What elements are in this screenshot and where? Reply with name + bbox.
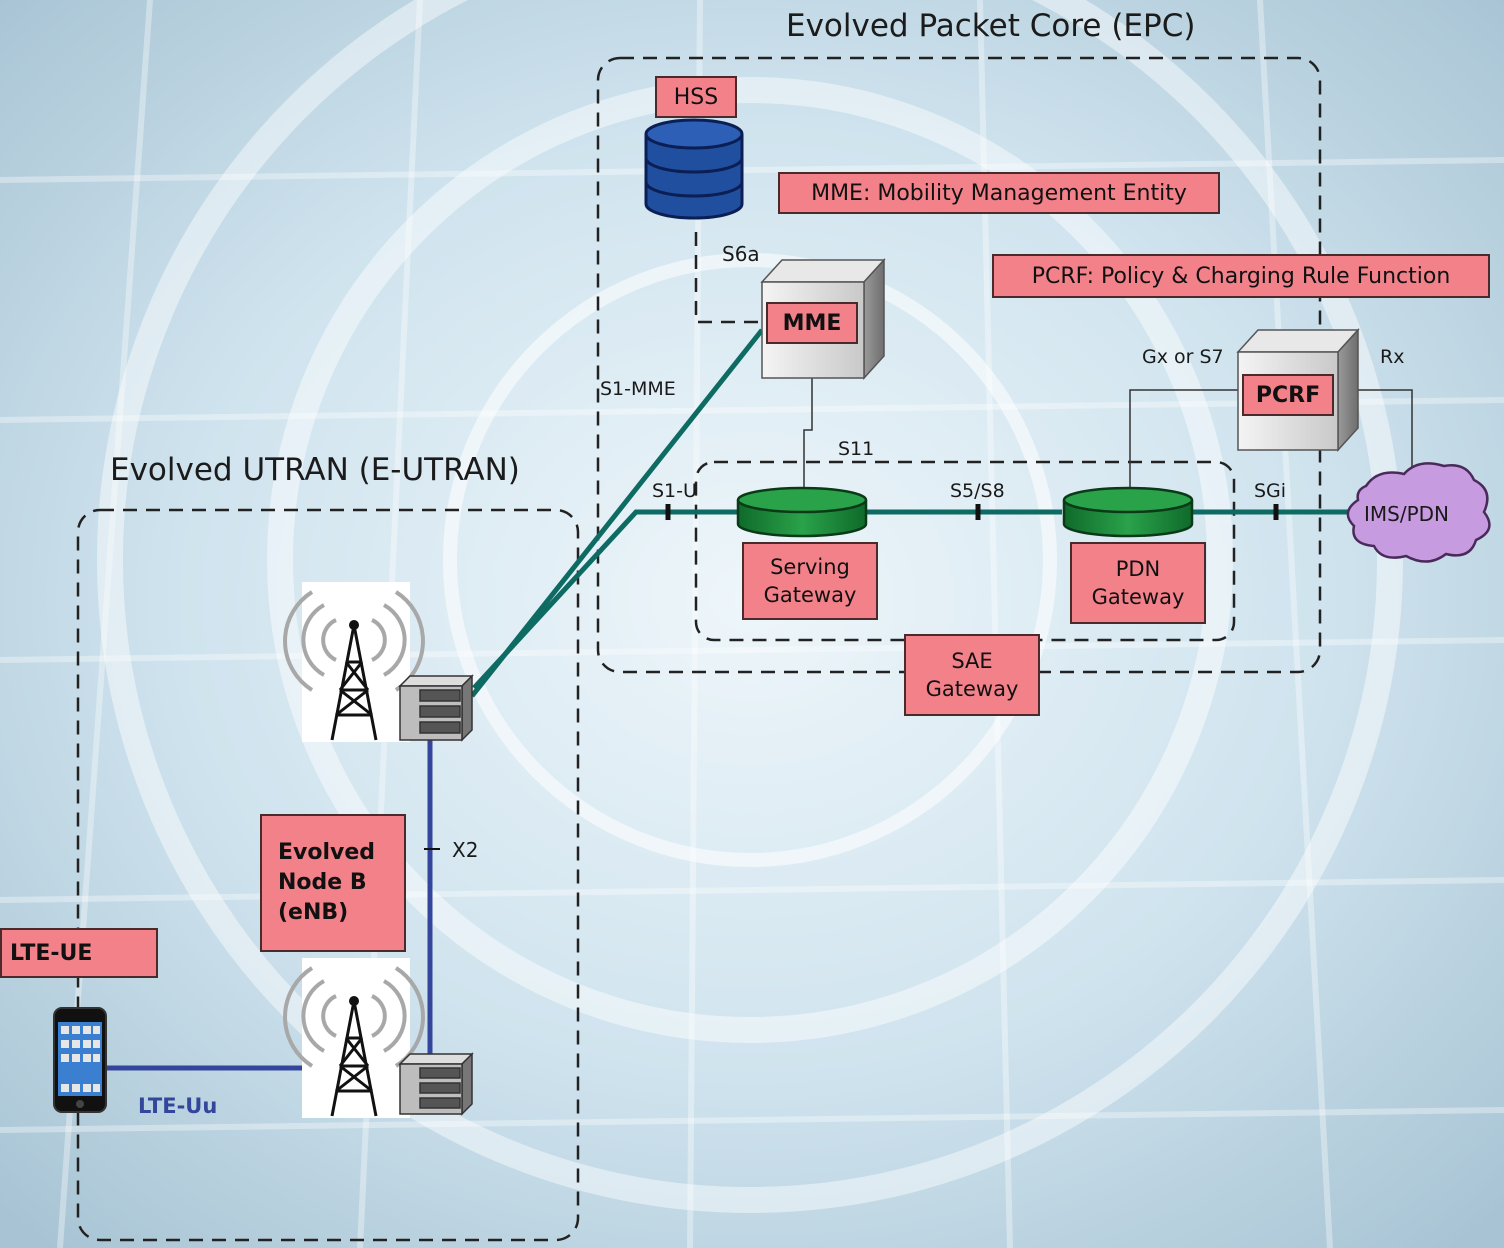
gx-link — [1129, 389, 1238, 496]
s11-link — [803, 378, 813, 496]
lte-uu-interface-label: LTE-Uu — [138, 1094, 218, 1118]
server-cabinet-icon — [398, 1052, 474, 1116]
rx-interface-label: Rx — [1380, 346, 1405, 368]
enb-label: Evolved Node B (eNB) — [260, 814, 406, 952]
gateway-cylinder-icon — [736, 486, 868, 538]
database-icon — [644, 118, 744, 220]
s1-u-interface-label: S1-U — [652, 480, 697, 502]
s6a-interface-label: S6a — [722, 242, 760, 266]
lte-ue-label: LTE-UE — [0, 928, 158, 978]
rx-link — [1358, 389, 1413, 470]
serving-gateway-label: Serving Gateway — [742, 542, 878, 620]
s1-u-link — [472, 509, 738, 690]
cell-tower-icon — [283, 582, 425, 742]
pcrf-definition-label: PCRF: Policy & Charging Rule Function — [992, 254, 1490, 298]
smartphone-icon — [53, 1007, 107, 1113]
pdn-gateway-label: PDN Gateway — [1070, 542, 1206, 624]
s11-interface-label: S11 — [838, 438, 875, 460]
cell-tower-icon — [283, 958, 425, 1118]
epc-title: Evolved Packet Core (EPC) — [786, 8, 1196, 44]
pcrf-label: PCRF — [1242, 374, 1334, 416]
hss-label: HSS — [655, 76, 737, 118]
x2-interface-label: X2 — [452, 838, 479, 862]
mme-label: MME — [766, 302, 858, 344]
s6a-link — [694, 232, 762, 324]
s1-mme-interface-label: S1-MME — [600, 378, 676, 400]
cloud-icon — [1346, 462, 1491, 563]
eutran-title: Evolved UTRAN (E-UTRAN) — [110, 452, 520, 488]
sae-gateway-label: SAE Gateway — [904, 634, 1040, 716]
gx-interface-label: Gx or S7 — [1142, 346, 1224, 368]
mme-definition-label: MME: Mobility Management Entity — [778, 172, 1220, 214]
eutran-region-border — [76, 508, 580, 1242]
ims-pdn-label: IMS/PDN — [1364, 502, 1450, 526]
gateway-cylinder-icon — [1062, 486, 1194, 538]
server-cabinet-icon — [398, 674, 474, 742]
sgi-interface-label: SGi — [1254, 480, 1287, 502]
s5-s8-interface-label: S5/S8 — [950, 480, 1005, 502]
